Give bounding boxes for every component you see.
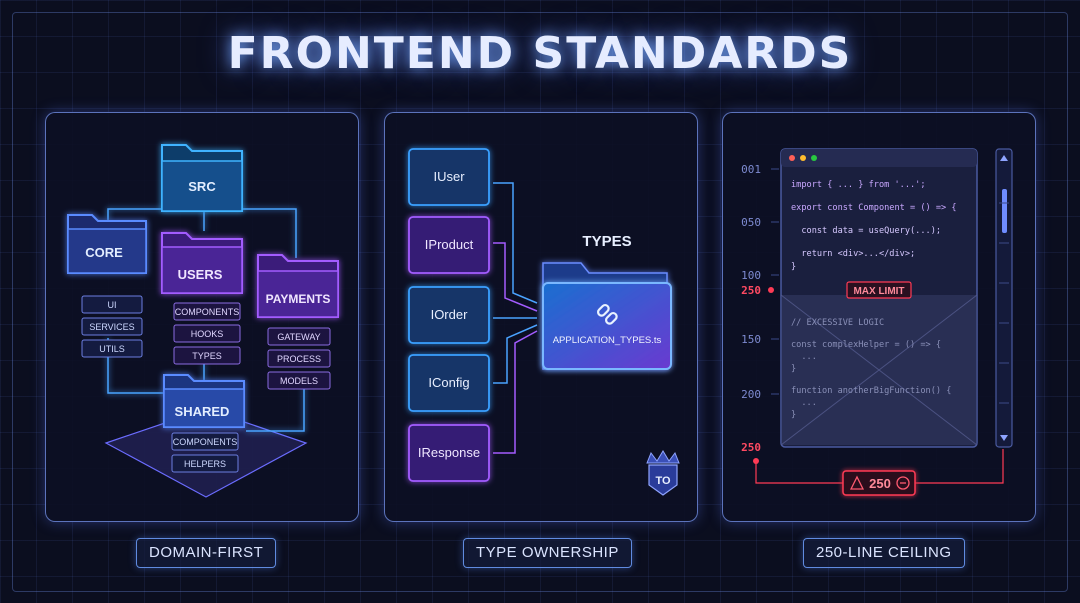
interface-card[interactable] (408, 216, 490, 274)
src-folder-icon[interactable] (161, 144, 243, 212)
code-line: export const Component = () => { (791, 203, 957, 213)
types-folder-icon[interactable] (542, 262, 672, 370)
line-number: 100 (741, 269, 761, 282)
panel-domain-first: SRC CORE UI SERVICES UTILS USERS COMPONE… (45, 112, 359, 522)
code-line: const data = useQuery(...); (791, 226, 941, 236)
core-item: UI (108, 300, 117, 310)
payments-item: PROCESS (277, 354, 321, 364)
shared-folder-icon[interactable] (163, 374, 245, 428)
line-number: 001 (741, 163, 761, 176)
link-icon (596, 303, 618, 325)
users-item: HOOKS (191, 329, 224, 339)
code-line: return <div>...</div>; (791, 249, 915, 259)
line-number-limit: 250 (741, 284, 761, 297)
minus-circle-icon (896, 476, 910, 490)
interface-card[interactable] (408, 286, 490, 344)
scroll-thumb (1002, 189, 1007, 233)
page-title: FRONTEND STANDARDS (227, 28, 853, 79)
interface-label: IResponse (418, 445, 480, 460)
outer-frame (12, 12, 1068, 592)
interface-card[interactable] (408, 148, 490, 206)
crown-badge-icon (646, 450, 680, 496)
shared-label: SHARED (175, 404, 230, 419)
scrollbar[interactable] (995, 148, 1013, 448)
core-label: CORE (85, 245, 123, 260)
code-line: } (791, 410, 796, 420)
interface-label: IConfig (428, 375, 469, 390)
code-line: } (791, 262, 796, 272)
warning-value: 250 (869, 476, 891, 491)
code-line: ... (791, 398, 817, 408)
line-number: 150 (741, 333, 761, 346)
line-number: 050 (741, 216, 761, 229)
interface-label: IUser (433, 169, 465, 184)
types-file-label: APPLICATION_TYPES.ts (553, 335, 662, 346)
panel-type-ownership: IUser IProduct IOrder IConfig IResponse … (384, 112, 698, 522)
code-line: } (791, 364, 796, 374)
code-line: import { ... } from '...'; (791, 180, 926, 190)
scroll-down-icon (1000, 435, 1008, 441)
core-item: UTILS (99, 344, 125, 354)
scroll-up-icon (1000, 155, 1008, 161)
shared-item: HELPERS (184, 459, 226, 469)
maximize-dot-icon[interactable] (811, 155, 817, 161)
src-label: SRC (188, 179, 216, 194)
interface-label: IProduct (425, 237, 474, 252)
core-folder-icon[interactable] (67, 214, 147, 274)
users-item: COMPONENTS (175, 307, 240, 317)
caption-type-ownership: TYPE OWNERSHIP (463, 538, 632, 568)
types-heading: TYPES (582, 233, 631, 250)
payments-label: PAYMENTS (266, 292, 331, 306)
shared-item: COMPONENTS (173, 437, 238, 447)
max-limit-label: MAX LIMIT (853, 286, 904, 297)
code-line: function anotherBigFunction() { (791, 386, 951, 396)
users-item: TYPES (192, 351, 222, 361)
line-number: 200 (741, 388, 761, 401)
caption-line-ceiling: 250-LINE CEILING (803, 538, 965, 568)
minimize-dot-icon[interactable] (800, 155, 806, 161)
interface-card[interactable] (408, 424, 490, 482)
payments-item: MODELS (280, 376, 318, 386)
code-line: // EXCESSIVE LOGIC (791, 318, 884, 328)
users-folder-icon[interactable] (161, 232, 243, 294)
badge-label: TO (655, 475, 671, 487)
interface-card[interactable] (408, 354, 490, 412)
close-dot-icon[interactable] (789, 155, 795, 161)
panel-line-ceiling: 001 050 100 250 150 200 250 import { ...… (722, 112, 1036, 522)
users-label: USERS (178, 267, 223, 282)
warning-badge (842, 470, 916, 496)
code-line: ... (791, 352, 817, 362)
code-line: const complexHelper = () => { (791, 340, 941, 350)
line-number-end: 250 (741, 441, 761, 454)
warning-icon (849, 475, 865, 490)
payments-item: GATEWAY (277, 332, 320, 342)
interface-label: IOrder (431, 307, 469, 322)
caption-domain-first: DOMAIN-FIRST (136, 538, 277, 568)
payments-folder-icon[interactable] (257, 254, 339, 318)
core-item: SERVICES (89, 322, 134, 332)
